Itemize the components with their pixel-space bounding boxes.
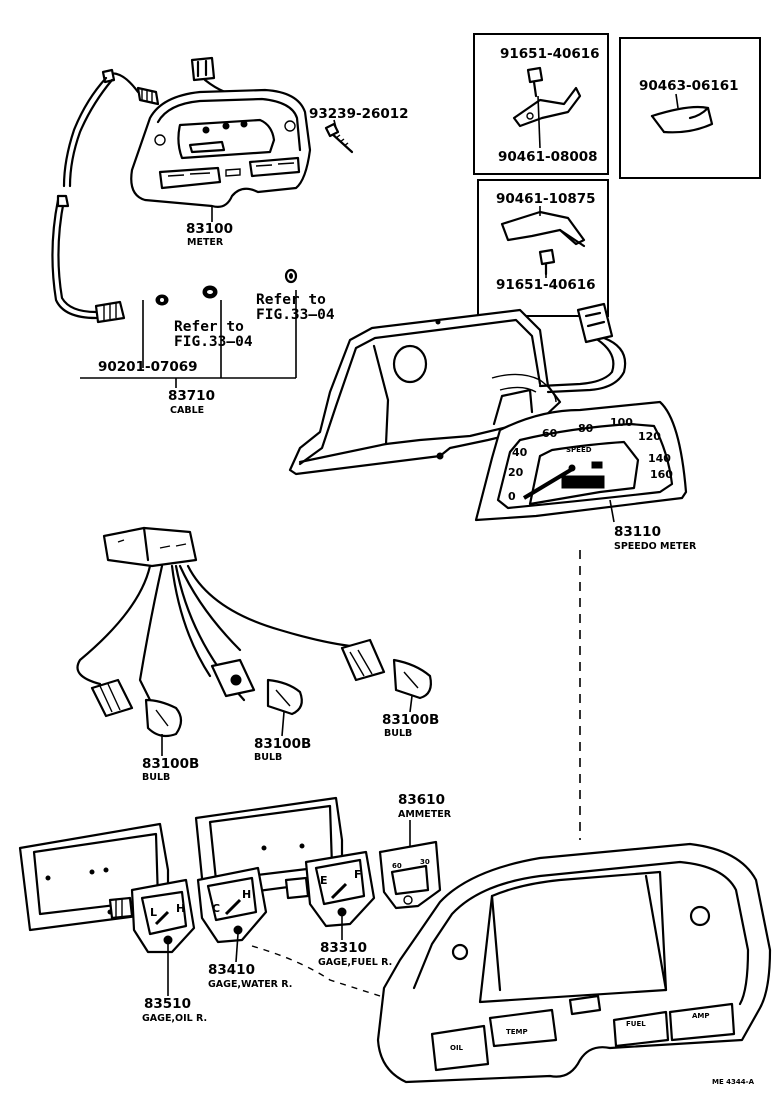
speedo-tick-20: 20 xyxy=(508,466,524,479)
cable-drawing xyxy=(51,68,298,324)
box-clip xyxy=(619,37,761,179)
cable-leader-lines xyxy=(80,290,297,388)
part-labels: 83100 METER 93239-26012 Refer to FIG.33–… xyxy=(98,46,755,1086)
cable-clip-part-number: 90201-07069 xyxy=(98,359,198,375)
box3-bottom-part-number: 91651-40616 xyxy=(496,277,596,293)
fuel-gage-part-number: 83310 xyxy=(320,940,367,956)
bulb-right-part-name: BULB xyxy=(384,728,412,739)
socket-left-drawing xyxy=(90,678,183,738)
cluster-amp-label: AMP xyxy=(692,1012,710,1020)
fuel-gage-part-name: GAGE,FUEL R. xyxy=(318,957,392,968)
oil-gage-drawing: L H xyxy=(108,878,196,954)
diagram-id: ME 4344-A xyxy=(712,1078,755,1086)
bracket-1-drawing xyxy=(512,66,582,149)
cluster-fuel-label: FUEL xyxy=(626,1020,646,1028)
ammeter-part-number: 83610 xyxy=(398,792,445,808)
speedo-tick-60: 60 xyxy=(542,427,558,440)
refer-left-line1: Refer to xyxy=(174,319,244,335)
speedo-tick-40: 40 xyxy=(512,446,528,459)
water-gage-part-number: 83410 xyxy=(208,962,255,978)
amm-minus-mark: 60 xyxy=(392,862,402,870)
speedo-face-label: SPEED xyxy=(566,446,592,454)
bulb-mid-part-name: BULB xyxy=(254,752,282,763)
speedo-connector-drawing xyxy=(538,302,627,394)
meter-part-name: METER xyxy=(187,237,224,248)
socket-right-drawing xyxy=(340,638,432,700)
fuel-gage-drawing: E F xyxy=(284,850,376,928)
refer-right-line1: Refer to xyxy=(256,292,326,308)
harness-drawing xyxy=(76,526,352,702)
bulb-mid-part-number: 83100B xyxy=(254,736,311,752)
box2-part-number: 90463-06161 xyxy=(639,78,739,94)
ammeter-drawing: 60 30 xyxy=(378,840,442,910)
screw-part-number: 93239-26012 xyxy=(309,106,409,122)
refer-left-line2: FIG.33–04 xyxy=(174,334,253,350)
cluster-oil-label: OIL xyxy=(450,1044,464,1052)
speedo-dial-labels: 0 20 40 60 80 100 120 140 160 SPEED xyxy=(508,416,673,503)
speedo-tick-160: 160 xyxy=(650,468,673,481)
box1-top-part-number: 91651-40616 xyxy=(500,46,600,62)
water-gage-drawing: C H xyxy=(196,866,268,944)
box3-top-part-number: 90461-10875 xyxy=(496,191,596,207)
cluster-housing-drawing: OIL TEMP FUEL AMP xyxy=(376,842,772,1084)
speedo-tick-140: 140 xyxy=(648,452,671,465)
oil-high-mark: H xyxy=(176,902,185,915)
speedo-tick-100: 100 xyxy=(610,416,633,429)
speedo-housing-drawing xyxy=(288,308,562,476)
cable-part-name: CABLE xyxy=(170,405,204,416)
refer-right-line2: FIG.33–04 xyxy=(256,307,335,323)
cable-part-number: 83710 xyxy=(168,388,215,404)
screw-drawing xyxy=(324,122,354,154)
fuel-empty-mark: E xyxy=(320,874,328,887)
bulb-left-part-number: 83100B xyxy=(142,756,199,772)
fuel-full-mark: F xyxy=(354,868,362,881)
speedo-tick-120: 120 xyxy=(638,430,661,443)
water-hot-mark: H xyxy=(242,888,251,901)
meter-assembly-drawing xyxy=(130,56,312,208)
oil-gage-part-name: GAGE,OIL R. xyxy=(142,1013,207,1024)
box-bracket-2 xyxy=(477,179,609,317)
oil-low-mark: L xyxy=(150,906,157,919)
gage-dashed-leader xyxy=(251,945,381,997)
bracket-2-drawing xyxy=(500,206,586,276)
speedo-tick-80: 80 xyxy=(578,422,594,435)
clip-drawing xyxy=(650,105,714,134)
cluster-temp-label: TEMP xyxy=(506,1028,528,1036)
bulb-right-part-number: 83100B xyxy=(382,712,439,728)
bulb-left-part-name: BULB xyxy=(142,772,170,783)
speedo-part-number: 83110 xyxy=(614,524,661,540)
oil-gage-part-number: 83510 xyxy=(144,996,191,1012)
box1-bottom-part-number: 90461-08008 xyxy=(498,149,598,165)
ammeter-part-name: AMMETER xyxy=(398,809,452,820)
meter-part-number: 83100 xyxy=(186,221,233,237)
speedo-head-drawing xyxy=(474,388,688,522)
socket-mid-drawing xyxy=(210,658,303,716)
water-cold-mark: C xyxy=(212,902,220,915)
water-gage-part-name: GAGE,WATER R. xyxy=(208,979,292,990)
amm-plus-mark: 30 xyxy=(420,858,430,866)
speedo-part-name: SPEEDO METER xyxy=(614,541,697,552)
box-bracket-1 xyxy=(473,33,609,175)
speedo-tick-0: 0 xyxy=(508,490,516,503)
